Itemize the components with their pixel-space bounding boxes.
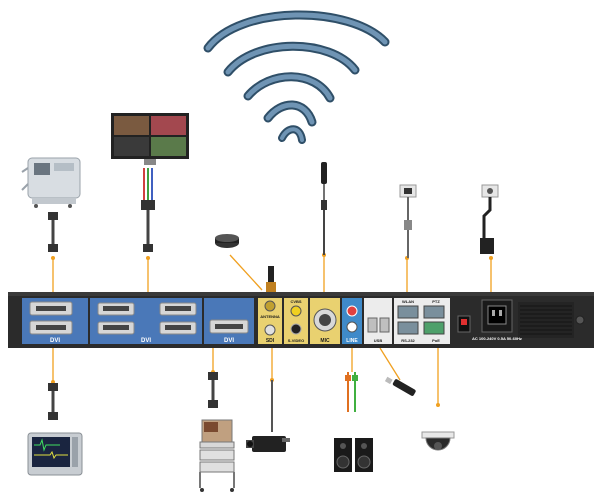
microphone-icon	[321, 162, 327, 255]
audio-cables	[345, 372, 358, 412]
dvi-group-label: DVI	[141, 338, 151, 344]
dvi-group-block: DVI	[90, 298, 202, 344]
power-outlet-icon	[480, 184, 499, 254]
cvbs-label: CVBS	[290, 299, 301, 304]
power-inlet-icon: AC 100-240V 0.5A 50-60Hz	[472, 299, 522, 341]
usb-label: USB	[374, 338, 383, 343]
antenna-sdi-block: ANTENNA SDI	[258, 298, 282, 344]
quad-monitor-icon	[111, 113, 189, 165]
line-label: LINE	[346, 338, 358, 344]
anesthesia-machine-icon	[21, 157, 81, 208]
poe-label: PoE	[432, 338, 440, 343]
ptz-label: PTZ	[432, 299, 440, 304]
endoscopy-cart-icon	[199, 419, 235, 492]
dvi-left-label: DVI	[50, 338, 60, 344]
line-block: LINE	[342, 298, 362, 344]
dvi-right-block: DVI	[204, 298, 254, 344]
antenna-label: ANTENNA	[260, 314, 280, 319]
connector-lines	[52, 254, 492, 405]
mic-label: MIC	[320, 338, 330, 344]
dvi-left-block: DVI	[22, 298, 88, 344]
dvi-cable-top-left	[48, 212, 58, 252]
dvi-right-label: DVI	[224, 338, 234, 344]
antenna-puck-icon	[215, 234, 239, 248]
antenna-connector	[266, 266, 276, 292]
wlan-label: WLAN	[402, 299, 414, 304]
network-block: WLAN PTZ RS-232 PoE	[394, 298, 450, 344]
dvi-cable-bottom-center	[208, 372, 218, 408]
cvbs-svideo-block: CVBS S-VIDEO	[284, 298, 308, 344]
usb-stick-icon	[384, 376, 416, 396]
ethernet-wall-port-icon	[399, 184, 417, 258]
rgb-cable-top	[141, 168, 155, 252]
ground-screw-icon	[575, 315, 585, 325]
usb-block: USB	[364, 298, 392, 344]
sdi-label: SDI	[266, 338, 275, 344]
dome-camera-icon	[421, 431, 455, 451]
speakers-icon	[334, 438, 373, 472]
power-switch-icon	[457, 315, 471, 333]
patient-monitor-icon	[27, 432, 83, 476]
svideo-label: S-VIDEO	[288, 338, 304, 343]
dvi-cable-bottom-left	[48, 383, 58, 420]
rs232-label: RS-232	[401, 338, 415, 343]
wifi-icon	[203, 10, 390, 144]
mic-block: MIC	[310, 298, 340, 344]
security-camera-icon	[246, 436, 290, 452]
power-label: AC 100-240V 0.5A 50-60Hz	[472, 336, 522, 341]
